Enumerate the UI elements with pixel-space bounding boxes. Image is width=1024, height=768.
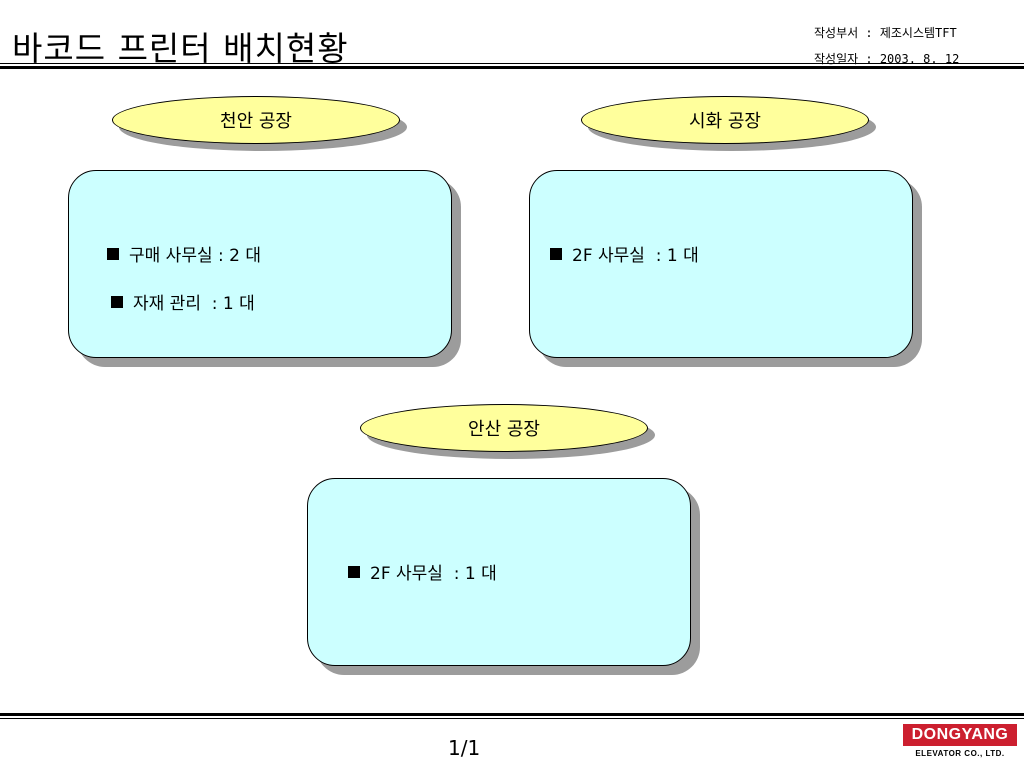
site-label-ansan: 안산 공장 (360, 404, 655, 459)
footer-divider-thin (0, 718, 1024, 719)
site-name-sihwa: 시화 공장 (581, 96, 869, 144)
company-logo: DONGYANG ELEVATOR CO., LTD. (903, 724, 1017, 762)
logo-subtitle: ELEVATOR CO., LTD. (915, 749, 1005, 758)
author-department: 작성부서 : 제조시스템TFT (814, 26, 957, 40)
site-name-ansan: 안산 공장 (360, 404, 648, 452)
logo-wordmark: DONGYANG (903, 724, 1017, 746)
list-item: 2F 사무실 : 1 대 (550, 241, 699, 266)
site-box-cheonan: 구매 사무실 : 2 대 자재 관리 : 1 대 (68, 170, 461, 370)
list-item: 구매 사무실 : 2 대 (107, 241, 261, 266)
site-label-cheonan: 천안 공장 (112, 96, 407, 151)
list-item-text: 2F 사무실 : 1 대 (370, 564, 497, 584)
list-item: 자재 관리 : 1 대 (111, 289, 255, 314)
site-box-ansan: 2F 사무실 : 1 대 (307, 478, 700, 678)
square-bullet-icon (107, 247, 119, 260)
footer-divider-thick (0, 713, 1024, 716)
site-panel-sihwa: 2F 사무실 : 1 대 (529, 170, 913, 358)
list-item-text: 자재 관리 : 1 대 (133, 294, 255, 314)
list-item: 2F 사무실 : 1 대 (348, 559, 497, 584)
header-divider-thin (0, 63, 1024, 64)
site-label-sihwa: 시화 공장 (581, 96, 876, 151)
site-box-sihwa: 2F 사무실 : 1 대 (529, 170, 922, 370)
page-number: 1/1 (448, 736, 481, 760)
square-bullet-icon (348, 565, 360, 578)
page-title: 바코드 프린터 배치현황 (12, 29, 349, 68)
site-name-cheonan: 천안 공장 (112, 96, 400, 144)
site-panel-ansan: 2F 사무실 : 1 대 (307, 478, 691, 666)
list-item-text: 구매 사무실 : 2 대 (129, 246, 261, 266)
header-divider-thick (0, 66, 1024, 69)
square-bullet-icon (550, 247, 562, 260)
square-bullet-icon (111, 295, 123, 308)
list-item-text: 2F 사무실 : 1 대 (572, 246, 699, 266)
site-panel-cheonan: 구매 사무실 : 2 대 자재 관리 : 1 대 (68, 170, 452, 358)
creation-date: 작성일자 : 2003. 8. 12 (814, 52, 960, 66)
